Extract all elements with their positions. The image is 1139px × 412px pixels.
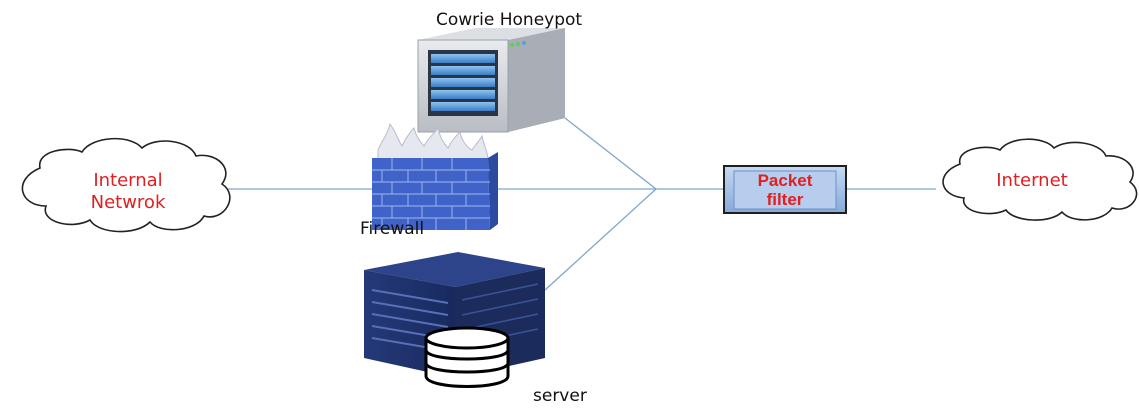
server-label: server	[533, 386, 587, 406]
server-tower-icon	[417, 28, 565, 133]
internal-network-label-line2: Netwrok	[90, 192, 166, 213]
internal-network-label-line1: Internal	[93, 170, 163, 191]
packet-filter-label-line1: Packet	[757, 171, 813, 190]
internal-network-label: Internal Netwrok	[58, 170, 198, 214]
firewall-icon	[372, 122, 498, 230]
cloud-icon	[942, 138, 1138, 221]
connection-lines	[228, 117, 936, 291]
cloud-icon	[21, 137, 231, 233]
packet-filter-label-line2: filter	[766, 190, 804, 209]
firewall-label: Firewall	[360, 219, 425, 239]
database-server-icon	[364, 252, 545, 388]
packet-filter-label: Packet filter	[734, 171, 836, 209]
packet-filter-box	[723, 165, 847, 214]
link-honeypot-to-hub	[564, 117, 657, 190]
link-server-to-hub	[544, 188, 657, 291]
internet-label: Internet	[996, 170, 1068, 191]
honeypot-label: Cowrie Honeypot	[436, 10, 583, 30]
